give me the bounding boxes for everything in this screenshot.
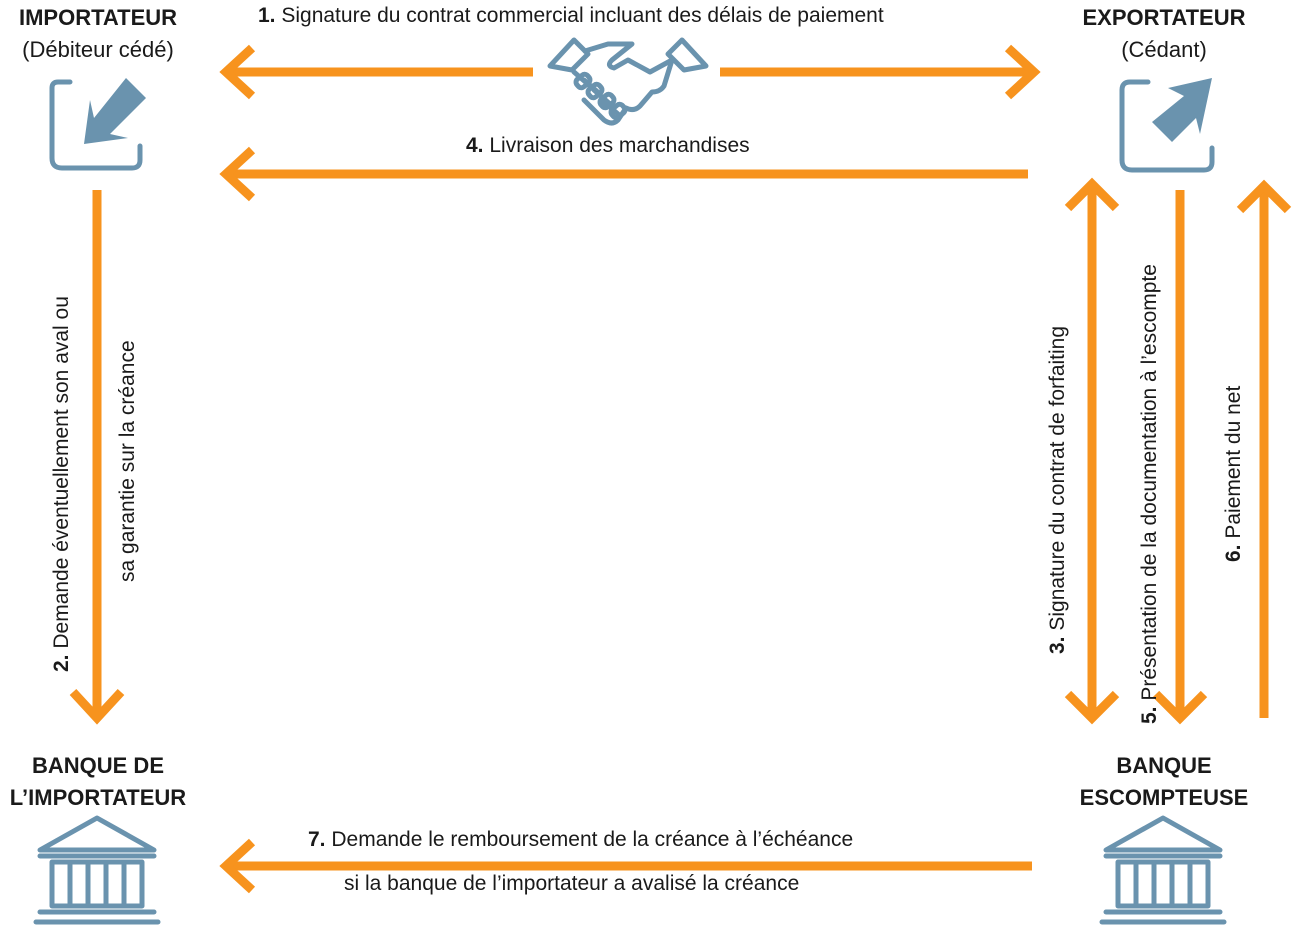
inbox-arrow-icon <box>49 78 146 171</box>
step7-text: Demande le remboursement de la créance à… <box>325 828 854 851</box>
importer-bank-label: BANQUE DE L’IMPORTATEUR <box>0 750 196 814</box>
step6-text: Paiement du net <box>1222 385 1245 545</box>
importer-bank-line1: BANQUE DE <box>31 753 164 778</box>
step7-number: 7. <box>308 828 326 851</box>
handshake-icon <box>547 37 709 126</box>
bank-building-icon <box>33 815 161 925</box>
step4-text: Livraison des marchandises <box>483 134 750 157</box>
exporter-subtitle: (Cédant) <box>1121 37 1207 62</box>
discount-bank-line2: ESCOMPTEUSE <box>1079 785 1249 810</box>
step2-number: 2. <box>50 654 73 672</box>
importer-label: IMPORTATEUR (Débiteur cédé) <box>0 2 196 66</box>
step3-number: 3. <box>1046 636 1069 654</box>
arrow-step6 <box>1236 179 1292 718</box>
outbox-arrow-icon <box>1119 78 1215 173</box>
arrow-step1-right <box>720 44 1041 100</box>
step6-number: 6. <box>1222 544 1245 562</box>
importer-bank-line2: L’IMPORTATEUR <box>9 785 187 810</box>
step3-text: Signature du contrat de forfaiting <box>1046 325 1069 637</box>
step1-label: 1. Signature du contrat commercial inclu… <box>258 4 884 28</box>
arrow-step4 <box>219 146 1028 202</box>
step2-text2: sa garantie sur la créance <box>116 340 139 582</box>
bank-building-icon <box>1099 815 1227 925</box>
arrow-step1-left <box>219 44 533 100</box>
arrow-step7 <box>219 838 1032 894</box>
step4-number: 4. <box>466 134 484 157</box>
step7-text2: si la banque de l’importateur a avalisé … <box>344 872 800 895</box>
step2-label-line2: sa garantie sur la créance <box>116 340 140 582</box>
discount-bank-label: BANQUE ESCOMPTEUSE <box>1064 750 1264 814</box>
exporter-label: EXPORTATEUR (Cédant) <box>1064 2 1264 66</box>
step6-label: 6. Paiement du net <box>1222 386 1246 562</box>
step7-label: 7. Demande le remboursement de la créanc… <box>308 828 853 852</box>
step5-text: Présentation de la documentation à l’esc… <box>1138 264 1161 707</box>
step2-label: 2. Demande éventuellement son aval ou <box>50 296 74 672</box>
importer-title: IMPORTATEUR <box>18 5 178 30</box>
step5-label: 5. Présentation de la documentation à l’… <box>1138 264 1162 724</box>
arrow-step5 <box>1152 190 1208 725</box>
arrow-step3 <box>1064 177 1120 725</box>
exporter-title: EXPORTATEUR <box>1082 5 1246 30</box>
step4-label: 4. Livraison des marchandises <box>466 134 750 158</box>
arrow-step2 <box>69 190 125 725</box>
step2-text: Demande éventuellement son aval ou <box>50 296 73 655</box>
step1-text: Signature du contrat commercial incluant… <box>275 4 884 27</box>
step7-label-line2: si la banque de l’importateur a avalisé … <box>344 872 799 896</box>
step5-number: 5. <box>1138 706 1161 724</box>
step3-label: 3. Signature du contrat de forfaiting <box>1046 326 1070 654</box>
step1-number: 1. <box>258 4 276 27</box>
discount-bank-line1: BANQUE <box>1116 753 1212 778</box>
importer-subtitle: (Débiteur cédé) <box>22 37 174 62</box>
